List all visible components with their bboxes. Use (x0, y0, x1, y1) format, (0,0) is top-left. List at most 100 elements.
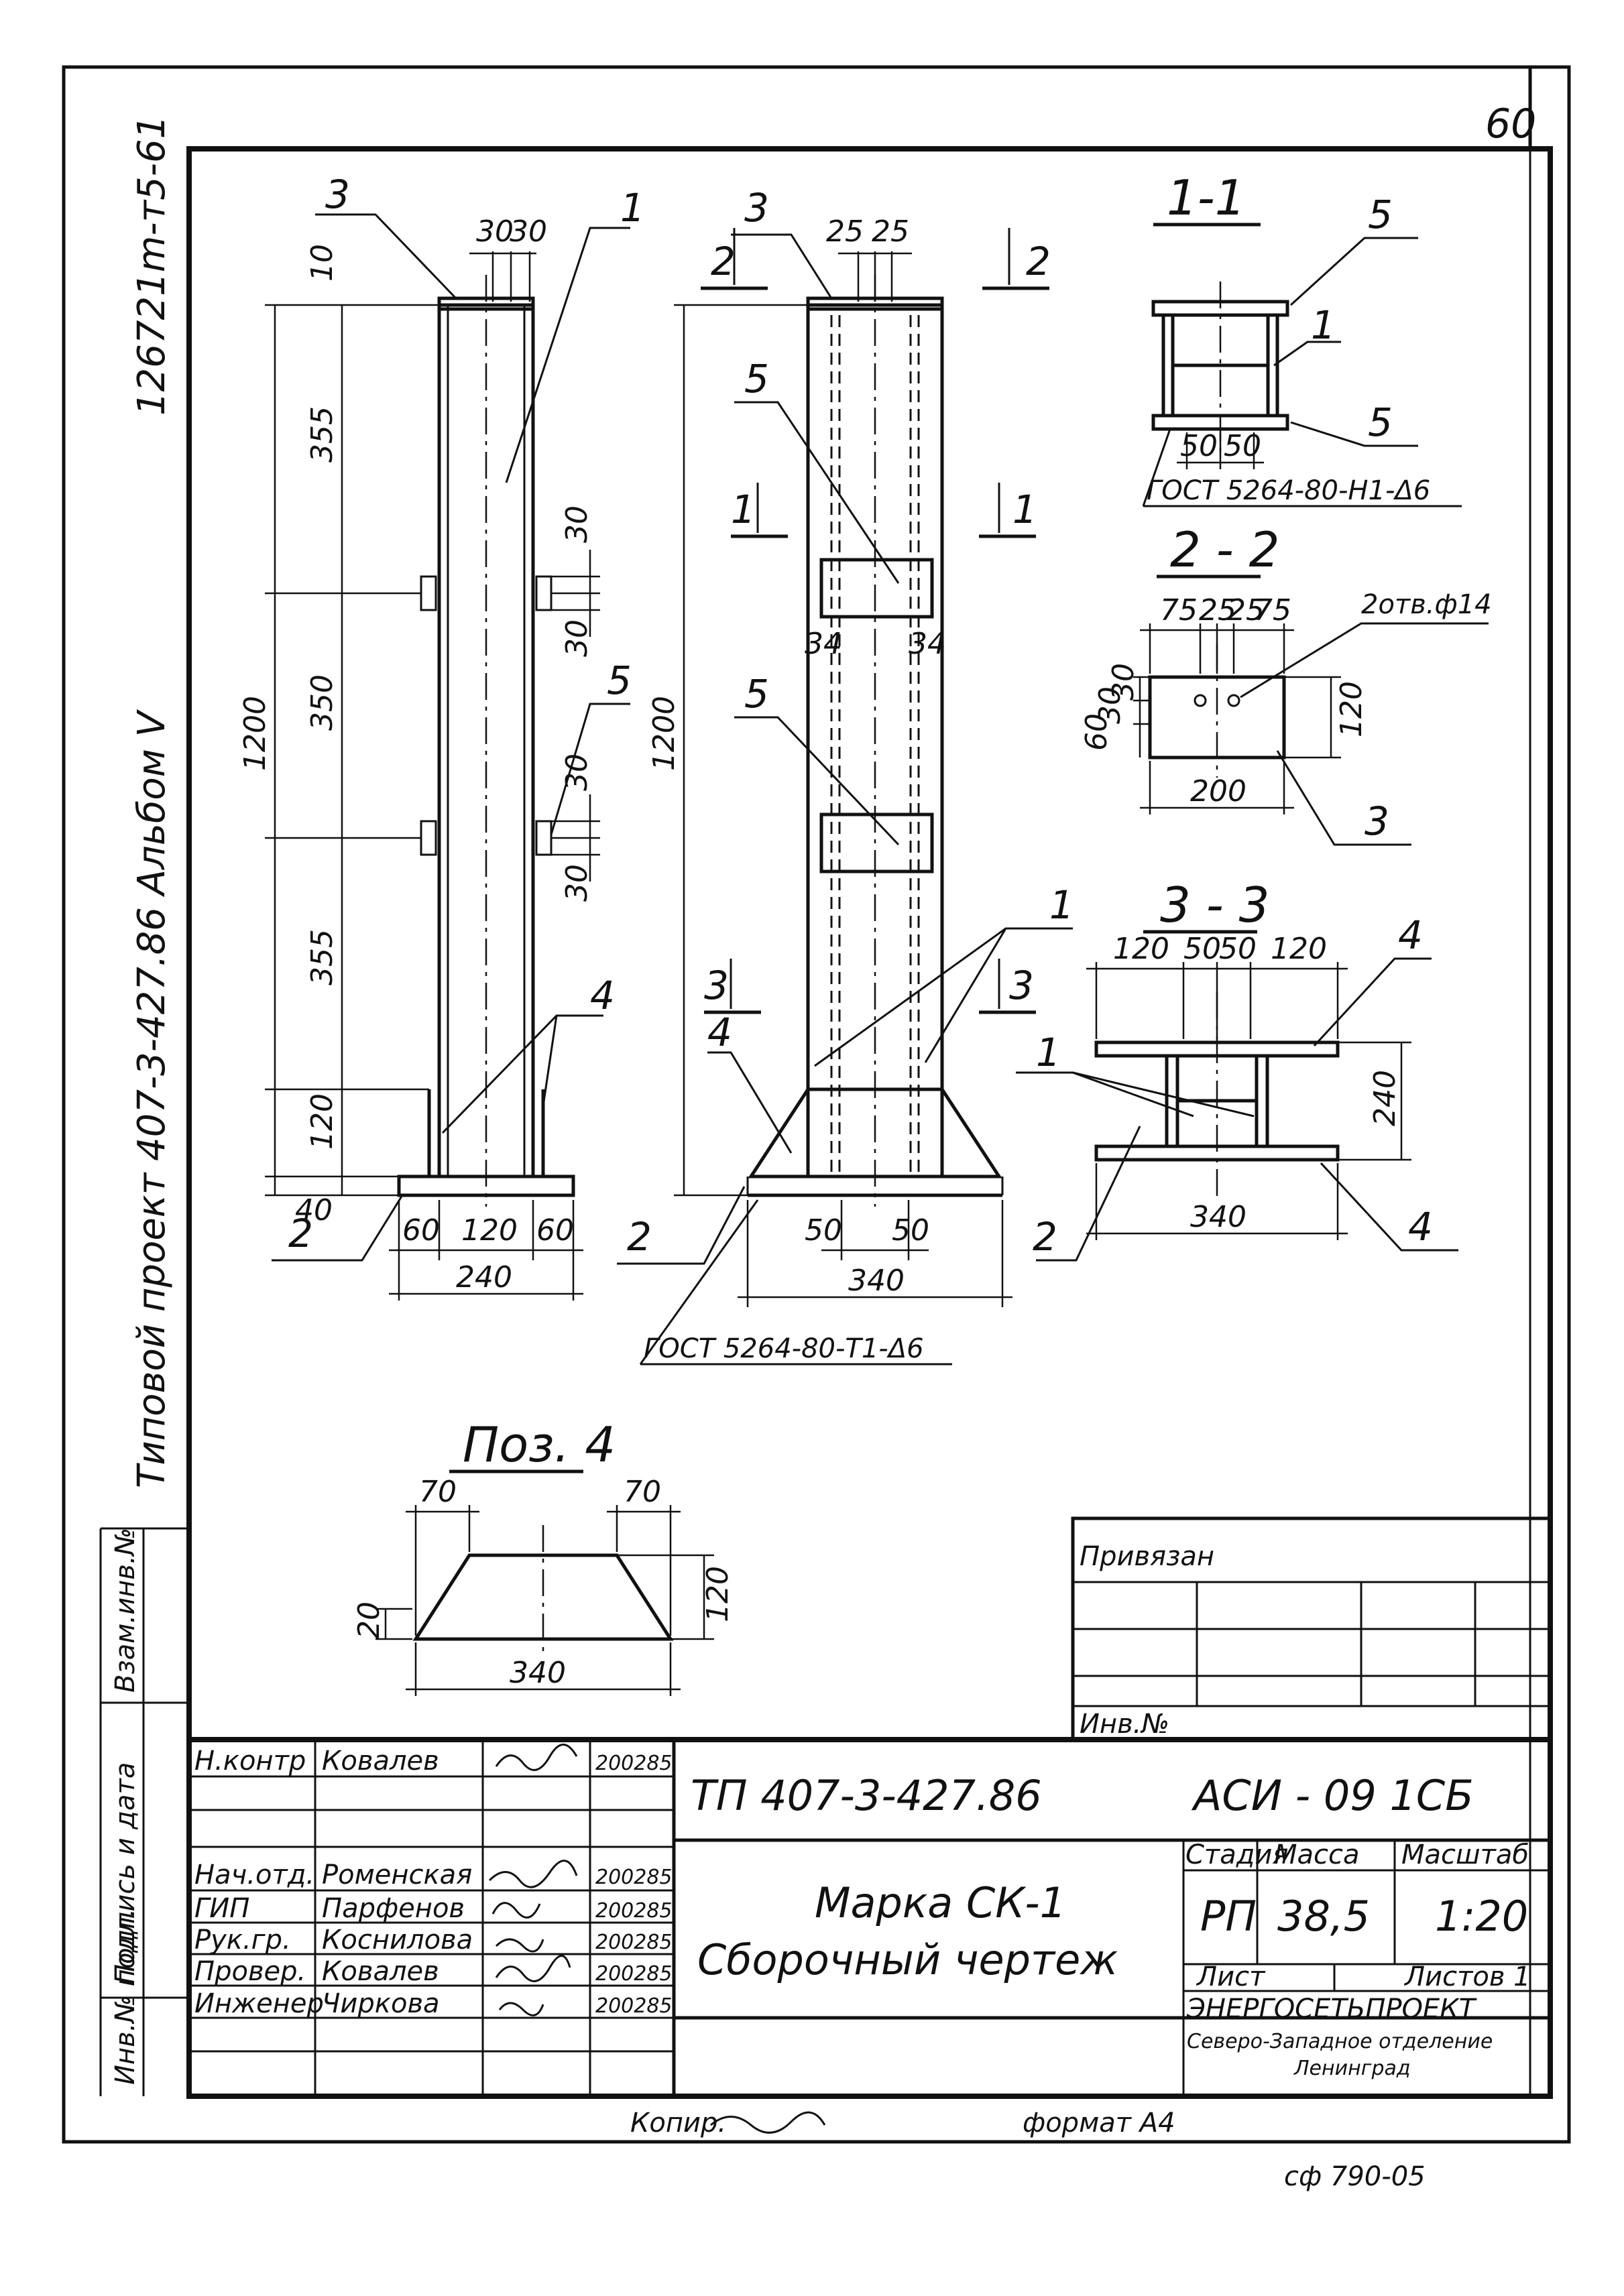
v2-sec-2-right: 2 (1026, 239, 1051, 284)
side-code: 126721m-т5-61 (130, 115, 174, 416)
signer-date-2: 200285 (595, 1866, 673, 1889)
sec33-top-dim-50b: 50 (1219, 932, 1257, 966)
org-line-2: Северо-Западное отделение (1187, 2030, 1493, 2053)
sec11-callout-5b: 5 (1368, 400, 1393, 445)
sec11-dim-50a: 50 (1180, 429, 1218, 463)
signer-name-5: Ковалев (322, 1956, 439, 1987)
sheet-label: Лист (1196, 1961, 1266, 1992)
sec33-right-dim-240: 240 (1368, 1070, 1402, 1126)
signer-name-2: Роменская (322, 1860, 472, 1890)
v2-bot-dim-50b: 50 (892, 1213, 929, 1248)
v1-dim-350: 350 (305, 674, 339, 731)
sec11-title: 1-1 (1167, 170, 1246, 226)
signer-date-3: 200285 (595, 1899, 673, 1923)
scale-value: 1:20 (1435, 1892, 1528, 1941)
project-code: ТП 407-3-427.86 (691, 1771, 1042, 1820)
sec33-bottom-dim-340: 340 (1190, 1200, 1246, 1234)
signer-date-5: 200285 (595, 1962, 673, 1986)
sec11-callout-1: 1 (1311, 302, 1336, 348)
pos4-title: Поз. 4 (463, 1416, 616, 1473)
signer-name-6: Чиркова (322, 1988, 440, 2019)
v1-bot-dim-240: 240 (456, 1260, 512, 1294)
signer-role-5: Провер. (194, 1956, 306, 1987)
v1-callout-5: 5 (607, 658, 632, 703)
pos4-detail: Поз. 4 70 70 20 120 340 (352, 1416, 735, 1696)
bottom-note-right: формат А4 (1023, 2108, 1175, 2138)
v1-bot-dim-60b: 60 (536, 1213, 574, 1248)
sec22-right-dim-120: 120 (1334, 681, 1369, 737)
v2-callout-4: 4 (707, 1010, 732, 1055)
v1-dim-1200: 1200 (238, 696, 272, 771)
signer-role-2: Нач.отд. (194, 1860, 314, 1890)
stage-header: Стадия (1185, 1839, 1288, 1870)
v2-sec-3-right: 3 (1009, 963, 1034, 1008)
sec22-left-dim-30a: 30 (1106, 663, 1141, 701)
v1-plate-dim-2: 30 (560, 619, 594, 657)
v2-dim-1200: 1200 (647, 696, 681, 771)
sec11-weld-note: ГОСТ 5264-80-Н1-Δ6 (1147, 475, 1430, 506)
v1-dim-120: 120 (305, 1093, 339, 1150)
v2-callout-2: 2 (627, 1214, 652, 1260)
v2-callout-5a: 5 (744, 356, 769, 402)
sec22-left-dim-60: 60 (1080, 713, 1114, 751)
strip-label-3: Взам.инв.№ (110, 1528, 141, 1693)
v2-bot-dim-50a: 50 (805, 1213, 842, 1248)
signer-role-4: Рук.гр. (194, 1925, 291, 1955)
pos4-top-dim-70a: 70 (419, 1475, 457, 1509)
pos4-right-dim-120: 120 (701, 1566, 735, 1622)
binding-footer: Инв.№ (1080, 1709, 1169, 1740)
sec22-top-dim-75b: 75 (1254, 593, 1291, 627)
pos4-left-dim-20: 20 (352, 1602, 386, 1639)
v2-callout-3: 3 (744, 185, 769, 231)
v2-callout-5b: 5 (744, 671, 769, 717)
v1-callout-2: 2 (288, 1211, 313, 1256)
signer-name-4: Коснилова (322, 1925, 473, 1955)
sec33-callout-4a: 4 (1398, 912, 1423, 958)
v2-weld-note: ГОСТ 5264-80-Т1-Δ6 (644, 1333, 924, 1364)
sec11-dim-50b: 50 (1224, 429, 1261, 463)
signature-scribbles (488, 1744, 578, 2016)
bottom-note-left: Копир. (630, 2108, 726, 2138)
sec33-top-dim-50a: 50 (1183, 932, 1221, 966)
sec22-left-dim-30b: 30 (1093, 686, 1127, 724)
section-1-1: 1-1 50 50 5 1 5 ГОСТ 5264-80-Н1-Δ6 (1142, 170, 1462, 507)
sec11-callout-5a: 5 (1368, 192, 1393, 237)
signer-role-1: Н.контр (194, 1746, 306, 1776)
sec33-callout-1: 1 (1036, 1030, 1061, 1075)
section-2-2: 2 - 2 75 25 25 75 2отв.ф14 30 30 60 120 … (1080, 522, 1492, 846)
sec22-hole-note: 2отв.ф14 (1361, 589, 1492, 620)
signer-name-3: Парфенов (322, 1893, 465, 1924)
v1-plate-dim-4: 30 (560, 864, 594, 902)
v1-dim-40: 40 (295, 1193, 333, 1227)
view-2-elevation: 1200 25 25 34 34 50 50 340 2 2 1 1 3 (617, 185, 1074, 1366)
v1-dim-355a: 355 (305, 406, 339, 463)
signer-role-3: ГИП (194, 1893, 249, 1924)
mass-value: 38,5 (1277, 1892, 1370, 1941)
v1-dim-355b: 355 (305, 929, 339, 985)
mass-header: Масса (1274, 1839, 1360, 1870)
v1-bot-dim-60a: 60 (402, 1213, 440, 1248)
title-line-2: Сборочный чертеж (697, 1935, 1118, 1984)
signer-date-4: 200285 (595, 1931, 673, 1954)
binding-header: Привязан (1080, 1541, 1214, 1572)
v2-sec-2-left: 2 (711, 239, 736, 284)
v2-top-dim-25b: 25 (872, 215, 909, 249)
v2-inner-dim-34a: 34 (805, 627, 842, 661)
v1-dim-10: 10 (305, 244, 339, 282)
v2-sec-3-left: 3 (704, 963, 729, 1008)
org-line-1: ЭНЕРГОСЕТЬПРОЕКТ (1186, 1994, 1478, 2025)
v1-callout-4: 4 (590, 973, 615, 1018)
sec33-callout-4b: 4 (1408, 1204, 1433, 1250)
signer-date-6: 200285 (595, 1994, 673, 2018)
sec33-title: 3 - 3 (1160, 877, 1269, 933)
side-title: Типовой проект 407-3-427.86 Альбом V (130, 709, 174, 1488)
binding-table: Привязан Инв.№ (1071, 1516, 1552, 1742)
copyist-signature (710, 2111, 826, 2134)
signer-name-1: Ковалев (322, 1746, 439, 1776)
strip-label-2: Подпись и дата (110, 1762, 141, 1984)
signer-role-6: Инженер (194, 1988, 324, 2019)
drawing-code: АСИ - 09 1СБ (1191, 1771, 1474, 1820)
sheets-label: Листов 1 (1403, 1961, 1531, 1992)
v1-bot-dim-120: 120 (461, 1213, 518, 1248)
